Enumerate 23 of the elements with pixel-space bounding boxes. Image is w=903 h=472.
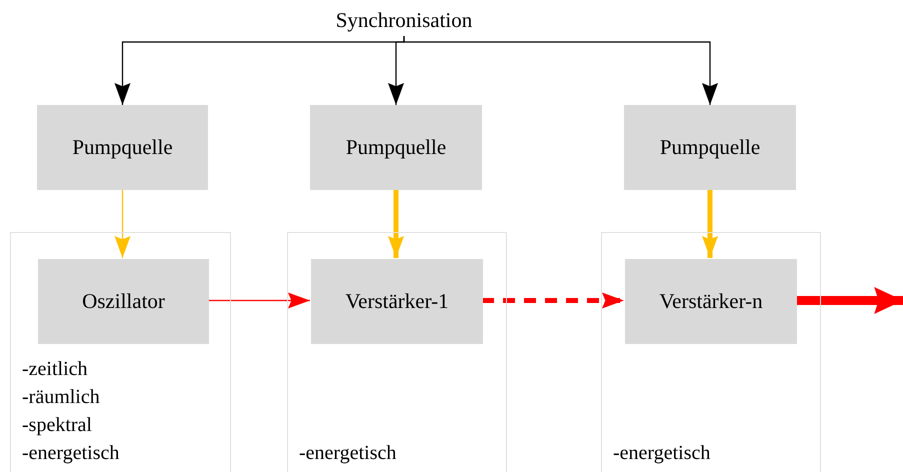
property-text: -energetisch	[613, 441, 710, 466]
process-box: Pumpquelle	[37, 105, 208, 190]
arrow	[796, 287, 903, 314]
group-panel	[287, 232, 507, 472]
arrow	[208, 292, 310, 308]
property-text: -zeitlich	[22, 357, 88, 382]
process-box: Oszillator	[38, 259, 209, 344]
property-text: -energetisch	[22, 441, 120, 466]
property-text: -spektral	[22, 413, 92, 438]
arrow	[114, 190, 130, 258]
process-box: Verstärker-n	[625, 259, 797, 344]
arrow	[388, 190, 404, 258]
property-text: -räumlich	[22, 385, 100, 410]
arrow	[482, 292, 624, 308]
group-panel	[601, 232, 821, 472]
signal-label: Synchronisation	[336, 8, 472, 33]
process-box: Verstärker-1	[311, 259, 483, 344]
process-box: Pumpquelle	[310, 105, 482, 190]
process-box: Pumpquelle	[624, 105, 796, 190]
arrow	[403, 36, 718, 105]
property-text: -energetisch	[299, 441, 396, 466]
arrow	[702, 190, 718, 258]
group-panel	[10, 232, 231, 472]
